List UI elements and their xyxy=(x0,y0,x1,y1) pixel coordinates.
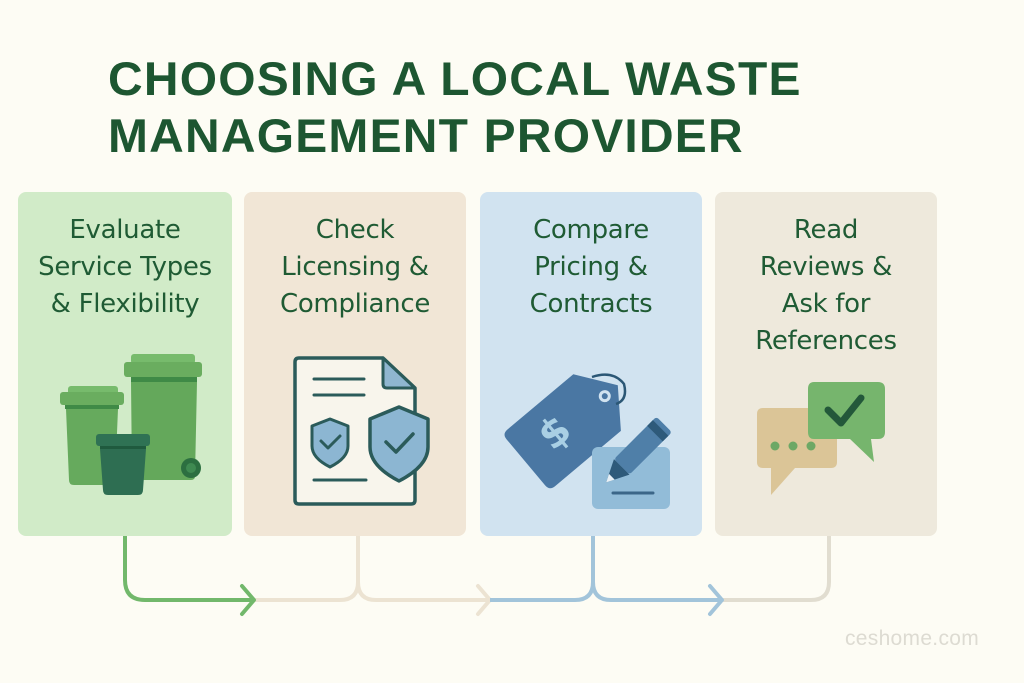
page-title: CHOOSING A LOCAL WASTE MANAGEMENT PROVID… xyxy=(108,50,802,164)
step-label: Check Licensing & Compliance xyxy=(244,212,466,323)
title-line-2: MANAGEMENT PROVIDER xyxy=(108,109,744,162)
label-line: Service Types xyxy=(38,252,212,282)
watermark: ceshome.com xyxy=(845,627,980,650)
label-line: Ask for xyxy=(781,289,871,319)
step-card-read-reviews: Read Reviews & Ask for References xyxy=(715,192,937,536)
label-line: Contracts xyxy=(529,289,653,319)
process-flow-arrows xyxy=(123,536,831,616)
label-line: Evaluate xyxy=(69,215,181,245)
step-label: Evaluate Service Types & Flexibility xyxy=(18,212,232,323)
label-line: Licensing & xyxy=(281,252,429,282)
label-line: Compare xyxy=(533,215,649,245)
title-line-1: CHOOSING A LOCAL WASTE xyxy=(108,52,802,105)
label-line: Pricing & xyxy=(534,252,648,282)
step-label: Compare Pricing & Contracts xyxy=(480,212,702,323)
step-card-compare-pricing: Compare Pricing & Contracts $ xyxy=(480,192,702,536)
chat-bubbles-check-icon xyxy=(757,382,885,495)
step-label: Read Reviews & Ask for References xyxy=(715,212,937,360)
label-line: Read xyxy=(793,215,859,245)
label-line: Check xyxy=(315,215,395,245)
step-card-check-licensing: Check Licensing & Compliance xyxy=(244,192,466,536)
price-tag-pencil-icon: $ xyxy=(504,373,671,509)
step-card-evaluate-services: Evaluate Service Types & Flexibility xyxy=(18,192,232,536)
label-line: References xyxy=(755,326,897,356)
document-shield-icon xyxy=(293,356,430,506)
label-line: Compliance xyxy=(279,289,431,319)
label-line: Reviews & xyxy=(759,252,893,282)
waste-bins-icon xyxy=(60,354,202,495)
label-line: & Flexibility xyxy=(50,289,200,319)
